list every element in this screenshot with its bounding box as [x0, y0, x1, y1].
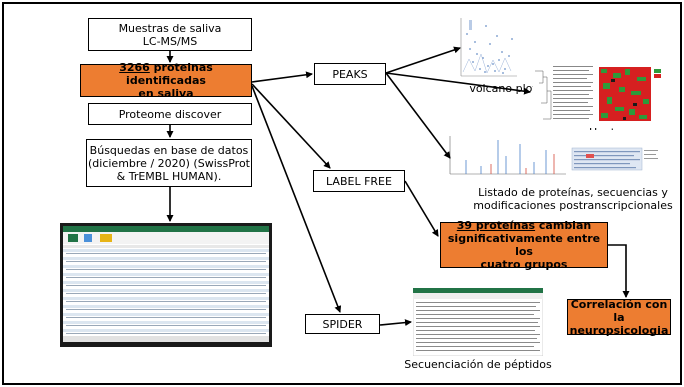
spreadsheet-screenshot — [60, 223, 272, 347]
saliva-samples-box: Muestras de saliva LC-MS/MS — [88, 18, 252, 51]
identified-proteins-box: 3266 proteinas identificadas en saliva — [80, 61, 252, 100]
significant-proteins-box: 39 proteínas cambian significativamente … — [440, 219, 608, 271]
spider-box: SPIDER — [305, 314, 380, 334]
peaks-box: PEAKS — [314, 63, 386, 85]
protein-listing-image — [446, 130, 661, 185]
sequencing-label: Secuenciación de péptidos — [404, 358, 552, 371]
peptide-sequencing-image — [413, 288, 543, 356]
changed-text: cambian significativamente entre los cua… — [447, 219, 601, 271]
volcano-plot-image — [455, 14, 520, 84]
database-search-box: Búsquedas en base de datos (diciembre / … — [86, 139, 252, 187]
proteome-discover-box: Proteome discover — [88, 103, 252, 125]
listing-label: Listado de proteínas, secuencias y modif… — [473, 186, 673, 212]
correlation-box: Correlación con la neuropsicologia — [567, 298, 671, 337]
heat-map-image — [533, 63, 668, 125]
label-free-box: LABEL FREE — [313, 170, 405, 192]
identified-text: proteinas identificadas en saliva — [126, 61, 213, 100]
identified-count: 3266 — [119, 61, 150, 74]
changed-count: 39 proteínas — [456, 219, 536, 232]
